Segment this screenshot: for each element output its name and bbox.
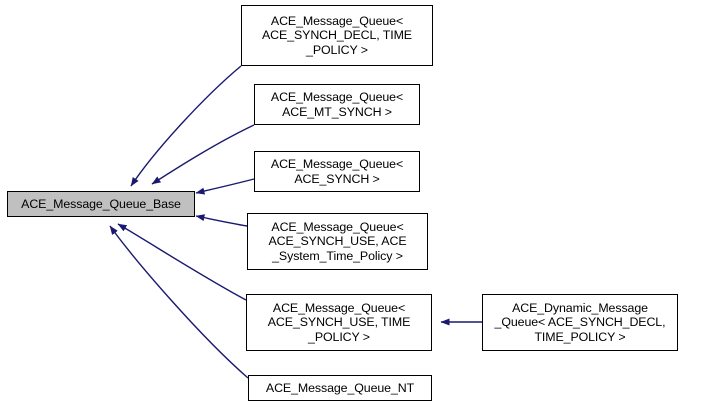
edge-mq-synch-use-system-time-policy-to-base — [195, 214, 248, 227]
node-label: ACE_Message_Queue_Base — [21, 196, 181, 211]
node-label: ACE_Message_Queue< ACE_SYNCH_USE, TIME _… — [267, 300, 411, 344]
node-label: ACE_Message_Queue< ACE_SYNCH_DECL, TIME … — [262, 13, 412, 57]
node-label: ACE_Message_Queue< ACE_SYNCH > — [270, 157, 404, 186]
edge-mq-synch-use-time-policy-to-base — [117, 223, 247, 301]
node-label: ACE_Dynamic_Message _Queue< ACE_SYNCH_DE… — [494, 300, 666, 344]
node-ace-message-queue-mt-synch[interactable]: ACE_Message_Queue< ACE_MT_SYNCH > — [254, 84, 420, 125]
edge-mq-nt-to-base — [109, 225, 249, 379]
edge-mq-mt-synch-to-base — [151, 124, 255, 185]
node-ace-message-queue-synch-use-time-policy[interactable]: ACE_Message_Queue< ACE_SYNCH_USE, TIME _… — [246, 294, 432, 351]
node-label: ACE_Message_Queue< ACE_SYNCH_USE, ACE _S… — [268, 219, 407, 263]
edge-mq-synch-decl-time-policy-to-base — [130, 65, 242, 187]
node-ace-message-queue-nt[interactable]: ACE_Message_Queue_NT — [248, 375, 432, 401]
edge-mq-synch-to-base — [195, 178, 255, 195]
node-ace-message-queue-synch[interactable]: ACE_Message_Queue< ACE_SYNCH > — [254, 151, 420, 192]
node-ace-dynamic-message-queue-synch-decl-time-policy[interactable]: ACE_Dynamic_Message _Queue< ACE_SYNCH_DE… — [482, 294, 678, 351]
node-label: ACE_Message_Queue_NT — [265, 380, 415, 395]
node-ace-message-queue-synch-use-system-time-policy[interactable]: ACE_Message_Queue< ACE_SYNCH_USE, ACE _S… — [247, 213, 428, 270]
node-label: ACE_Message_Queue< ACE_MT_SYNCH > — [270, 90, 404, 119]
node-ace-message-queue-base[interactable]: ACE_Message_Queue_Base — [7, 191, 195, 217]
node-ace-message-queue-synch-decl-time-policy[interactable]: ACE_Message_Queue< ACE_SYNCH_DECL, TIME … — [241, 5, 433, 66]
